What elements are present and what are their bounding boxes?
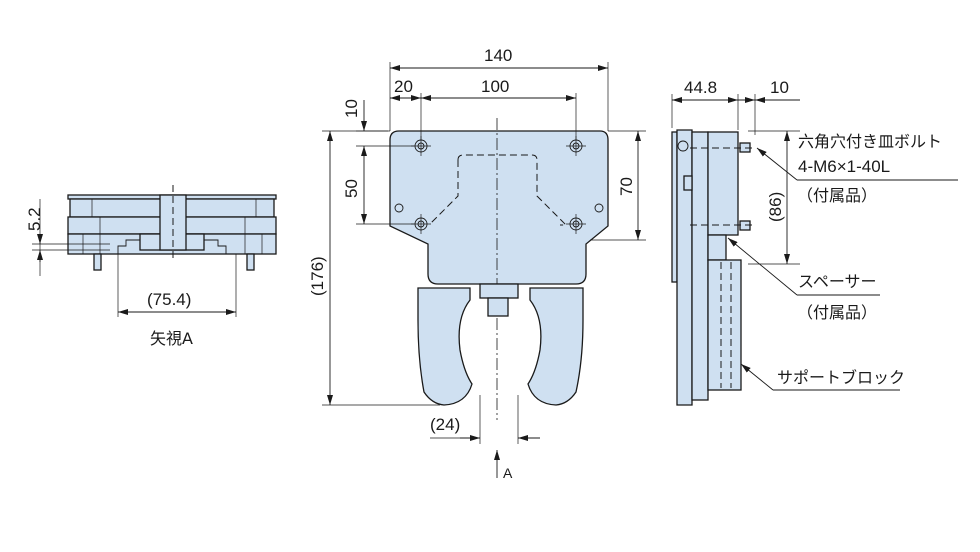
dim-24: (24)	[430, 415, 460, 434]
dim-10-side: 10	[770, 78, 789, 97]
dim-44-8: 44.8	[684, 78, 717, 97]
callout-spacer-note: （付属品）	[797, 303, 877, 322]
side-view-drawing	[671, 129, 752, 406]
mounting-holes	[394, 136, 604, 234]
callout-bolt-name: 六角穴付き皿ボルト	[798, 132, 942, 151]
view-arrow-a: A	[503, 465, 513, 481]
callouts: 六角穴付き皿ボルト 4-M6×1-40L （付属品） スペーサー （付属品） サ…	[727, 132, 958, 391]
side-view-dimensions: 44.8 10 (86)	[671, 78, 800, 265]
dim-5-2: 5.2	[25, 207, 44, 231]
callout-bolt-spec: 4-M6×1-40L	[798, 157, 890, 176]
dim-70: 70	[617, 177, 636, 196]
view-a-dimensions: 5.2 (75.4) 矢視A	[25, 199, 237, 348]
front-view-drawing	[389, 118, 609, 420]
dim-10-top: 10	[342, 99, 361, 118]
dim-20: 20	[394, 77, 413, 96]
callout-support-block: サポートブロック	[777, 368, 905, 387]
view-a-title: 矢視A	[150, 329, 193, 348]
dim-100: 100	[481, 77, 509, 96]
callout-spacer-name: スペーサー	[798, 272, 877, 291]
callout-bolt-note: （付属品）	[797, 186, 877, 205]
dim-50: 50	[342, 179, 361, 198]
dim-75-4: (75.4)	[147, 290, 191, 309]
dim-86: (86)	[766, 192, 785, 222]
view-a-drawing	[67, 185, 277, 271]
front-view-dimensions: 140 20 100 10 50 70 (176) (24) A	[308, 46, 646, 481]
dim-140: 140	[484, 46, 512, 65]
dim-176: (176)	[308, 256, 327, 296]
